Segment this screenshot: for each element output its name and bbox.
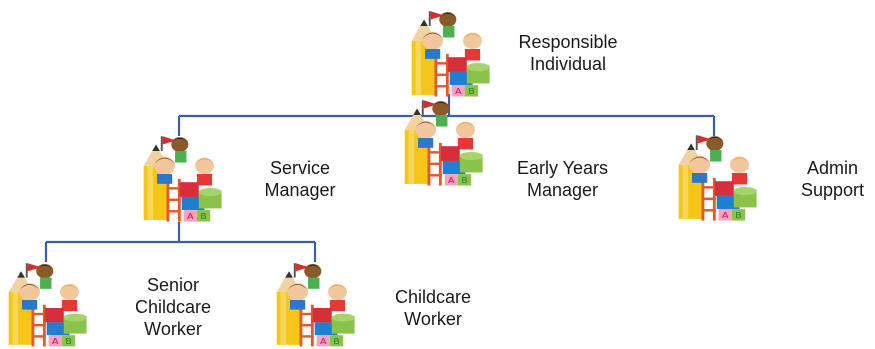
kids-blocks-icon [143,136,222,222]
node-label-senior-childcare-worker: Senior Childcare Worker [134,275,212,339]
kids-blocks-icon [404,100,483,186]
kids-blocks-icon [276,263,355,347]
node-label-childcare-worker: Childcare Worker [394,287,472,329]
kids-blocks-icon [8,263,87,347]
kids-blocks-icon [411,11,490,97]
kids-blocks-icon [678,135,757,221]
node-label-early-years-manager: Early Years Manager [516,158,609,200]
node-label-responsible-individual: Responsible Individual [518,32,618,74]
node-label-service-manager: Service Manager [264,158,336,200]
node-label-admin-support: Admin Support [800,158,865,200]
